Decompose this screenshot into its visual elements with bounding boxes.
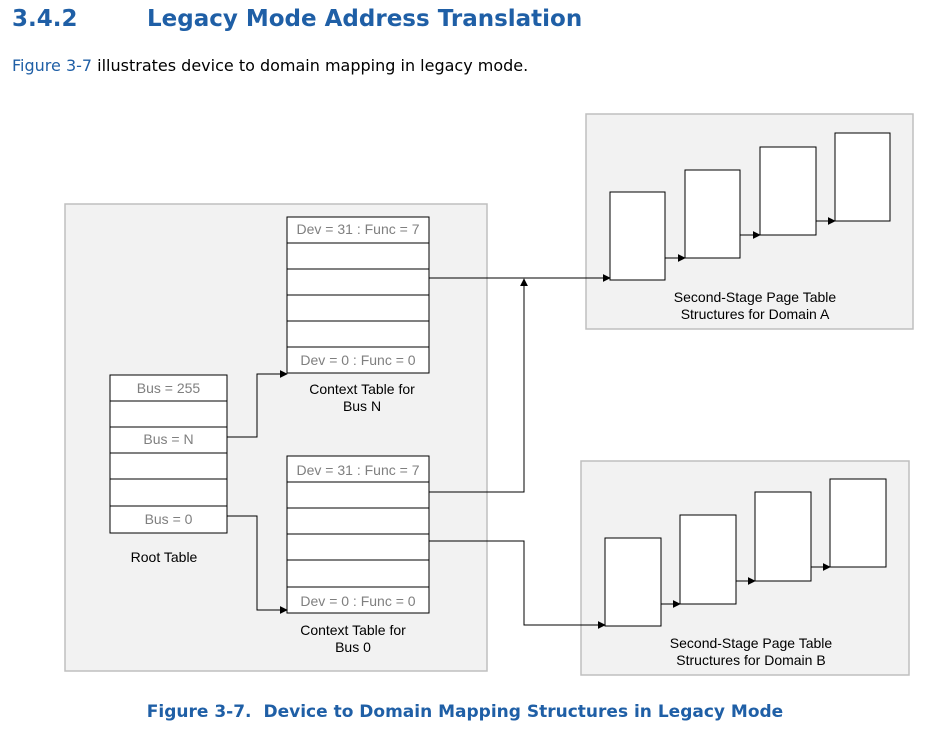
root-row-bus-0: Bus = 0	[145, 511, 193, 527]
caption-number: Figure 3-7.	[146, 702, 252, 722]
section-number: 3.4.2	[12, 6, 78, 32]
caption-title: Device to Domain Mapping Structures in L…	[263, 702, 784, 722]
domain-b-label-1: Second-Stage Page Table	[670, 635, 833, 651]
domain-a-label-2: Structures for Domain A	[681, 306, 830, 322]
figure-caption: Figure 3-7. Device to Domain Mapping Stru…	[0, 702, 930, 722]
arrow-context-0-to-domain-a	[429, 278, 528, 493]
ctx-0-row-dev0: Dev = 0 : Func = 0	[300, 593, 415, 609]
root-table-label: Root Table	[131, 549, 198, 565]
context-table-n-label-2: Bus N	[343, 398, 381, 414]
arrow-bus-n-to-context-n	[227, 370, 288, 438]
ctx-0-row-dev31: Dev = 31 : Func = 7	[297, 462, 420, 478]
root-row-bus-255: Bus = 255	[137, 380, 201, 396]
arrow-bus-0-to-context-0	[227, 515, 288, 614]
domain-b-label-2: Structures for Domain B	[676, 652, 825, 668]
arrow-context-0-to-domain-b	[429, 540, 606, 629]
section-heading: 3.4.2 Legacy Mode Address Translation	[12, 6, 912, 32]
root-table: Bus = 255 Bus = N Bus = 0	[109, 374, 228, 534]
ctx-n-row-dev0: Dev = 0 : Func = 0	[300, 352, 415, 368]
domain-a-label-1: Second-Stage Page Table	[674, 289, 837, 305]
context-table-bus-0: Dev = 31 : Func = 7 Dev = 0 : Func = 0	[286, 455, 430, 614]
domain-b-page-tables	[604, 478, 887, 627]
context-table-0-label-1: Context Table for	[300, 622, 406, 638]
ctx-n-row-dev31: Dev = 31 : Func = 7	[297, 221, 420, 237]
intro-paragraph: Figure 3-7 illustrates device to domain …	[12, 56, 912, 75]
intro-text: illustrates device to domain mapping in …	[92, 56, 529, 75]
domain-a-page-tables	[609, 132, 891, 281]
root-row-bus-n: Bus = N	[143, 431, 193, 447]
figure-reference-link[interactable]: Figure 3-7	[12, 56, 93, 75]
context-table-bus-n: Dev = 31 : Func = 7 Dev = 0 : Func = 0	[286, 216, 430, 374]
section-title: Legacy Mode Address Translation	[147, 6, 583, 32]
context-table-0-label-2: Bus 0	[335, 639, 371, 655]
context-table-n-label-1: Context Table for	[309, 381, 415, 397]
